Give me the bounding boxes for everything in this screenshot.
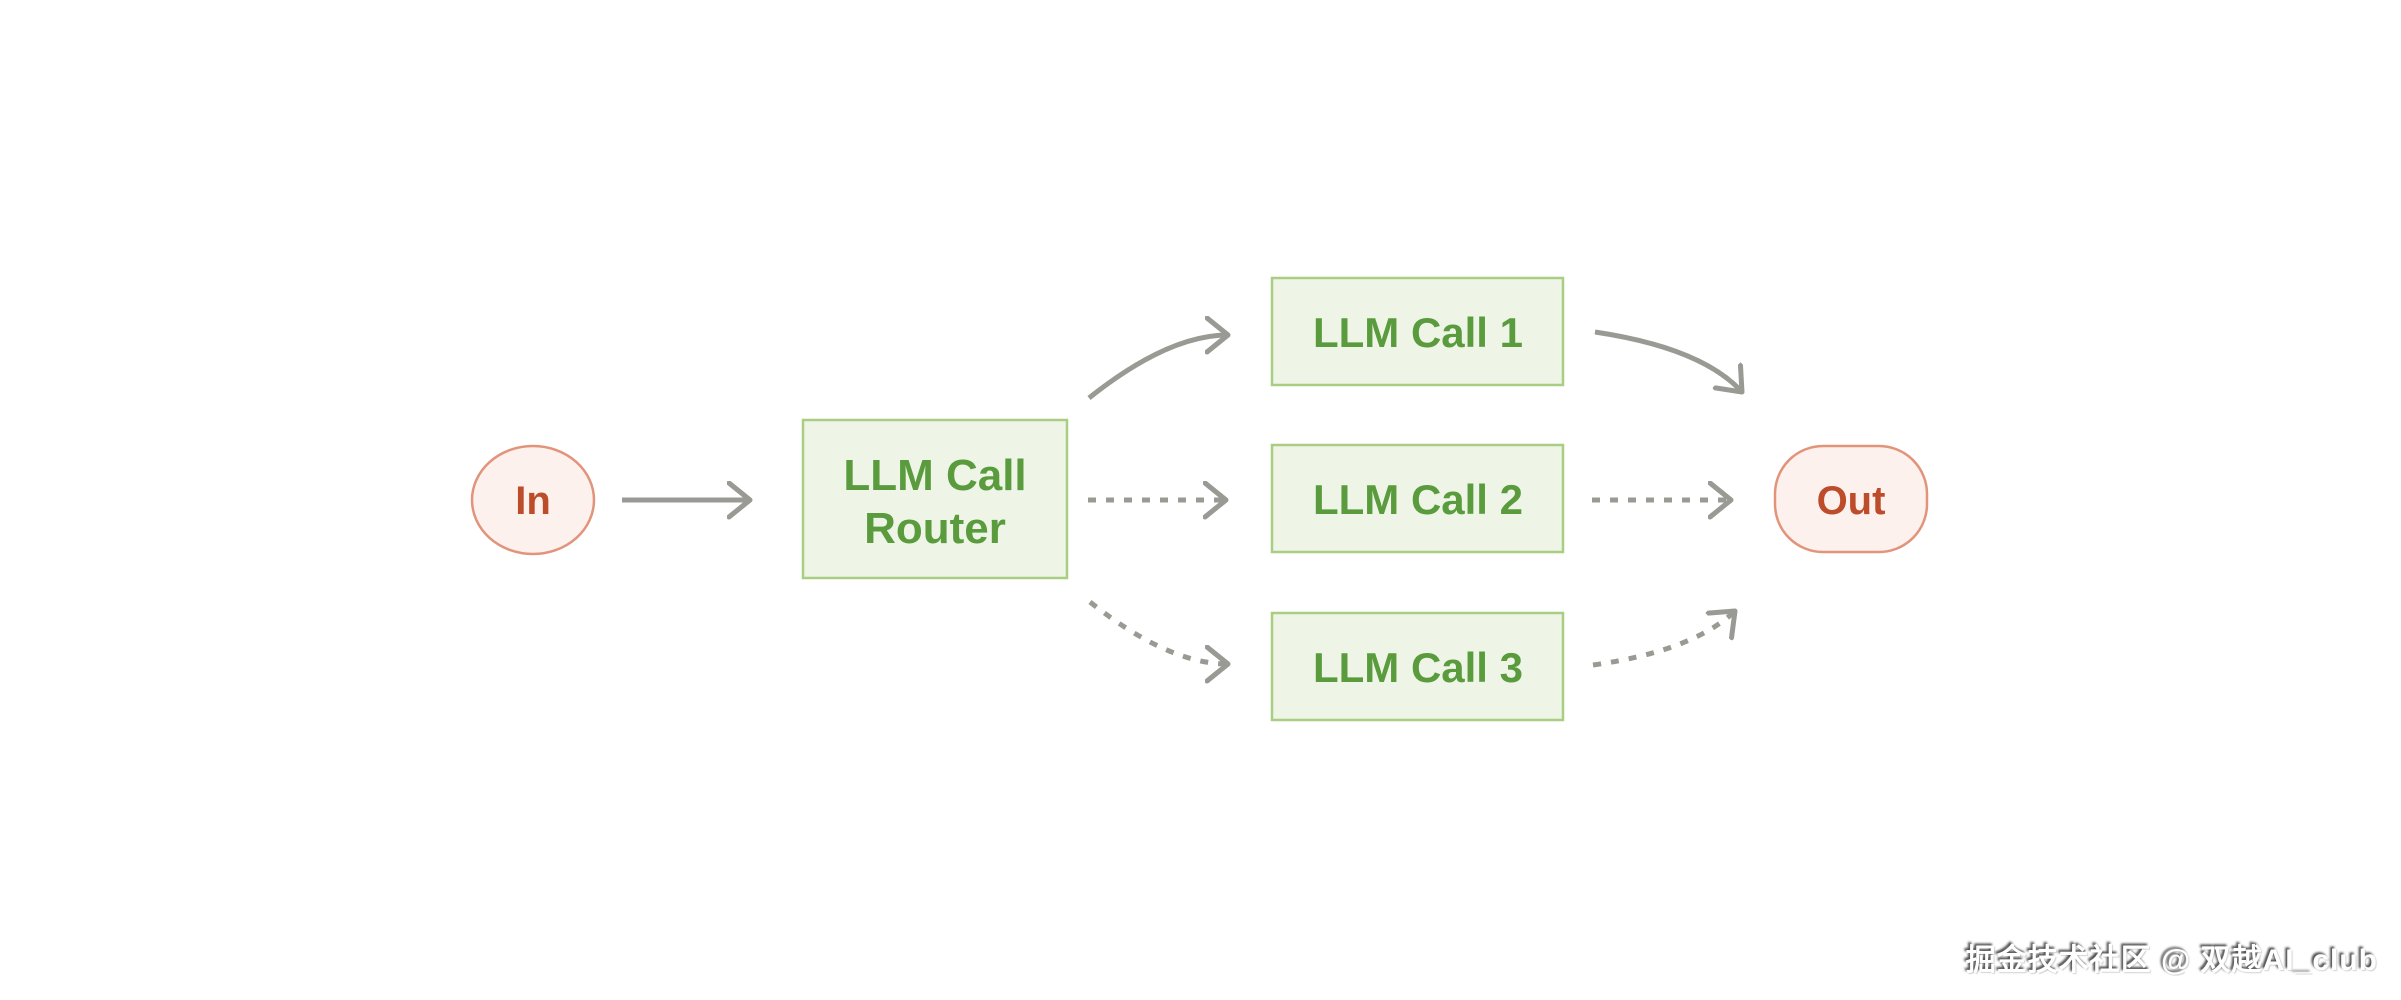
call3-node-label: LLM Call 3 [1313,644,1523,691]
in-node [470,444,596,556]
edge-call3-to-out [1592,611,1735,668]
edge-call1-to-out [1594,329,1742,392]
out-node [1773,444,1929,554]
watermark-text: 掘金技术社区 @ 双越AI_club [1965,944,2378,977]
call1-node [1270,276,1565,387]
call3-node [1270,611,1565,722]
router-node-label-line1: LLM Call [843,451,1026,500]
call2-node-label: LLM Call 2 [1313,476,1523,523]
router-node [801,418,1069,580]
in-node-label: In [515,479,551,523]
call1-node-label: LLM Call 1 [1313,309,1523,356]
router-node-label-line2: Router [864,504,1006,553]
call2-node [1270,443,1565,554]
edge-router-to-call3 [1088,600,1228,664]
edge-router-to-call1 [1087,335,1228,400]
out-node-label: Out [1817,479,1886,523]
